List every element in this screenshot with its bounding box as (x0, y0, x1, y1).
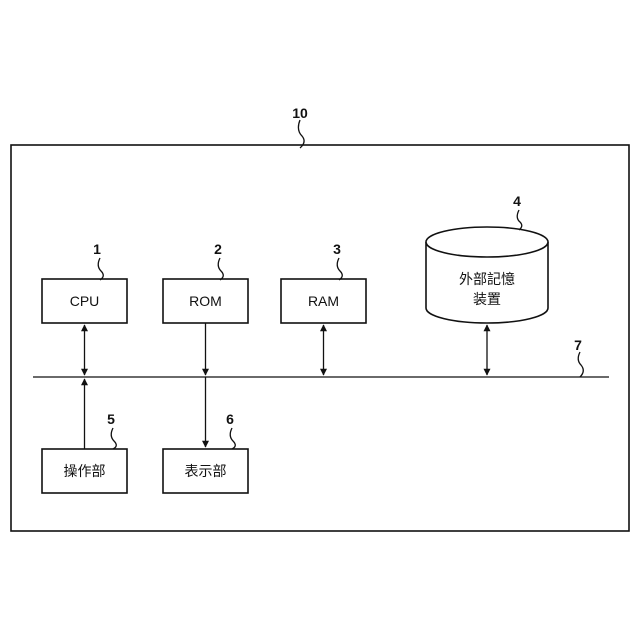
storage-label-line1: 外部記憶 (459, 271, 515, 287)
ram-label: RAM (308, 293, 339, 309)
operation-ref-label: 5 (107, 411, 115, 427)
bus-ref-label: 7 (574, 337, 582, 353)
storage-ref-label: 4 (513, 193, 521, 209)
operation-label: 操作部 (64, 463, 106, 479)
display-ref-label: 6 (226, 411, 234, 427)
cpu-label: CPU (70, 293, 100, 309)
ram-ref-label: 3 (333, 241, 341, 257)
display-label: 表示部 (185, 463, 227, 479)
system-leader-line (298, 120, 304, 148)
storage-cylinder-top (426, 227, 548, 257)
system-ref-label: 10 (292, 105, 308, 121)
storage-label-line2: 装置 (473, 291, 501, 307)
cpu-ref-label: 1 (93, 241, 101, 257)
rom-ref-label: 2 (214, 241, 222, 257)
rom-label: ROM (189, 293, 222, 309)
